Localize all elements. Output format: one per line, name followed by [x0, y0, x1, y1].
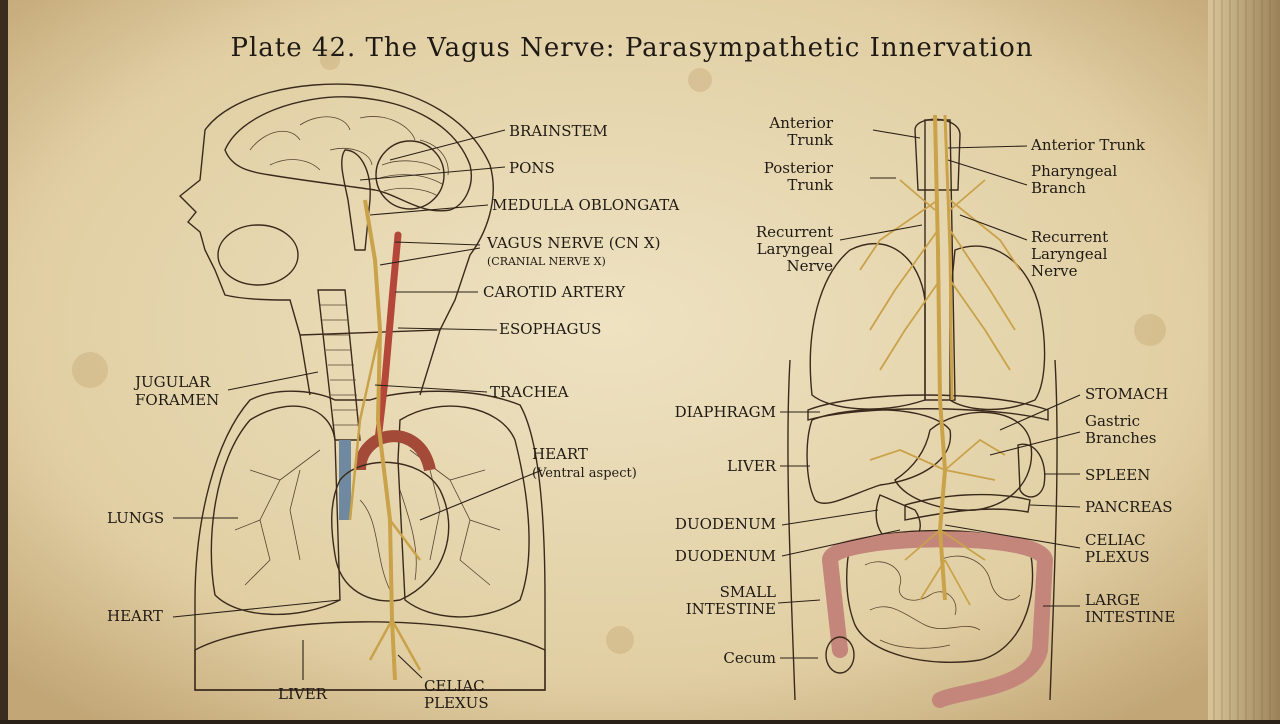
label-heart-left: HEART	[107, 607, 163, 625]
trachea-rings	[320, 304, 359, 426]
label-spleen: SPLEEN	[1085, 466, 1150, 484]
left-anatomy-figure	[178, 83, 546, 691]
label-liver-left: LIVER	[278, 685, 328, 703]
right-fig-left-lung	[809, 243, 926, 410]
cecum-organ	[825, 636, 855, 674]
label-jugular: JUGULAR	[133, 373, 211, 391]
diaphragm-right	[807, 394, 1049, 421]
label-duodenum-2: DUODENUM	[675, 547, 776, 565]
right-anatomy-figure	[787, 114, 1058, 708]
label-recurrent-left: Recurrent	[756, 223, 833, 241]
plate-title: Plate 42. The Vagus Nerve: Parasympathet…	[231, 33, 1034, 63]
label-branch: Branch	[1031, 179, 1086, 197]
lung-bronchioles	[234, 449, 501, 586]
label-small: SMALL	[720, 583, 776, 601]
left-lung	[210, 405, 341, 616]
label-esophagus: ESOPHAGUS	[499, 320, 601, 338]
head-outline	[178, 83, 494, 336]
label-pharyngeal: Pharyngeal	[1031, 162, 1117, 180]
label-celiac-right: CELIAC	[1085, 531, 1146, 549]
heart-vessels	[359, 489, 417, 591]
small-intestine	[846, 529, 1034, 663]
torso-outline	[194, 390, 546, 691]
label-trachea: TRACHEA	[490, 383, 569, 401]
label-plexus-left: PLEXUS	[424, 694, 489, 712]
label-anterior-trunk-right: Anterior Trunk	[1030, 136, 1146, 154]
label-carotid-artery: CAROTID ARTERY	[483, 283, 626, 301]
age-stains	[72, 50, 1166, 654]
label-brainstem: BRAINSTEM	[509, 122, 608, 140]
label-liver-right: LIVER	[727, 457, 777, 475]
label-foramen: FORAMEN	[135, 391, 219, 409]
label-heart-ventral: (Ventral aspect)	[532, 466, 637, 481]
label-plexus-right: PLEXUS	[1085, 548, 1150, 566]
left-labels: BRAINSTEM PONS MEDULLA OBLONGATA VAGUS N…	[107, 122, 679, 712]
label-cecum: Cecum	[723, 649, 776, 667]
label-nerve-left: Nerve	[786, 257, 833, 275]
aortic-arch	[354, 430, 436, 472]
label-anterior-left: Anterior	[768, 114, 833, 132]
label-heart-right: HEART	[532, 445, 588, 463]
label-lungs: LUNGS	[107, 509, 164, 527]
left-leader-lines	[172, 129, 543, 680]
right-lung	[397, 405, 530, 618]
page-stack-edge	[1208, 0, 1280, 720]
label-vagus-nerve: VAGUS NERVE (CN X)	[486, 234, 660, 252]
abdomen-outline	[787, 359, 1058, 701]
label-vagus-nerve-sub: (CRANIAL NERVE X)	[487, 255, 606, 268]
vagus-branches-right	[859, 179, 1021, 606]
label-large-intestine: INTESTINE	[1085, 608, 1175, 626]
vagus-nerve-branch	[348, 329, 422, 671]
label-laryngeal-right: Laryngeal	[1031, 245, 1108, 263]
trachea	[317, 289, 361, 441]
label-laryngeal-left: Laryngeal	[757, 240, 834, 258]
stomach-organ	[894, 411, 1033, 511]
label-duodenum-1: DUODENUM	[675, 515, 776, 533]
label-gastric: Gastric	[1085, 412, 1140, 430]
label-stomach: STOMACH	[1085, 385, 1168, 403]
intestine-coils	[864, 555, 1021, 649]
label-nerve-right: Nerve	[1031, 262, 1078, 280]
brainstem-column	[341, 149, 371, 251]
cerebellum	[375, 140, 445, 210]
label-celiac-left: CELIAC	[424, 677, 485, 695]
vagus-anterior-trunk	[933, 114, 948, 601]
label-small-intestine: INTESTINE	[686, 600, 776, 618]
label-branches: Branches	[1085, 429, 1156, 447]
label-pancreas: PANCREAS	[1085, 498, 1173, 516]
brain-shape	[224, 96, 472, 212]
label-medulla-oblongata: MEDULLA OBLONGATA	[492, 196, 679, 214]
large-intestine	[821, 531, 1054, 708]
label-trunk-left-2: Trunk	[787, 176, 833, 194]
page-edge-lines	[1213, 0, 1271, 720]
brain-folds	[249, 116, 449, 176]
carotid-artery	[374, 231, 402, 444]
spleen-organ	[1017, 443, 1046, 498]
pharynx-bulb	[914, 118, 961, 191]
label-trunk-left-1: Trunk	[787, 131, 833, 149]
label-pons: PONS	[509, 159, 555, 177]
oral-cavity	[217, 224, 299, 286]
right-leader-lines	[777, 129, 1081, 659]
label-diaphragm: DIAPHRAGM	[675, 403, 776, 421]
label-large: LARGE	[1085, 591, 1140, 609]
right-labels: Anterior Trunk Posterior Trunk Recurrent…	[675, 114, 1176, 667]
neck-outline	[299, 329, 441, 396]
label-posterior: Posterior	[764, 159, 834, 177]
heart-organ	[331, 461, 450, 602]
vagus-posterior-trunk	[943, 114, 954, 401]
label-recurrent-right: Recurrent	[1031, 228, 1108, 246]
right-fig-right-lung	[949, 245, 1046, 411]
page-parchment	[8, 0, 1208, 720]
